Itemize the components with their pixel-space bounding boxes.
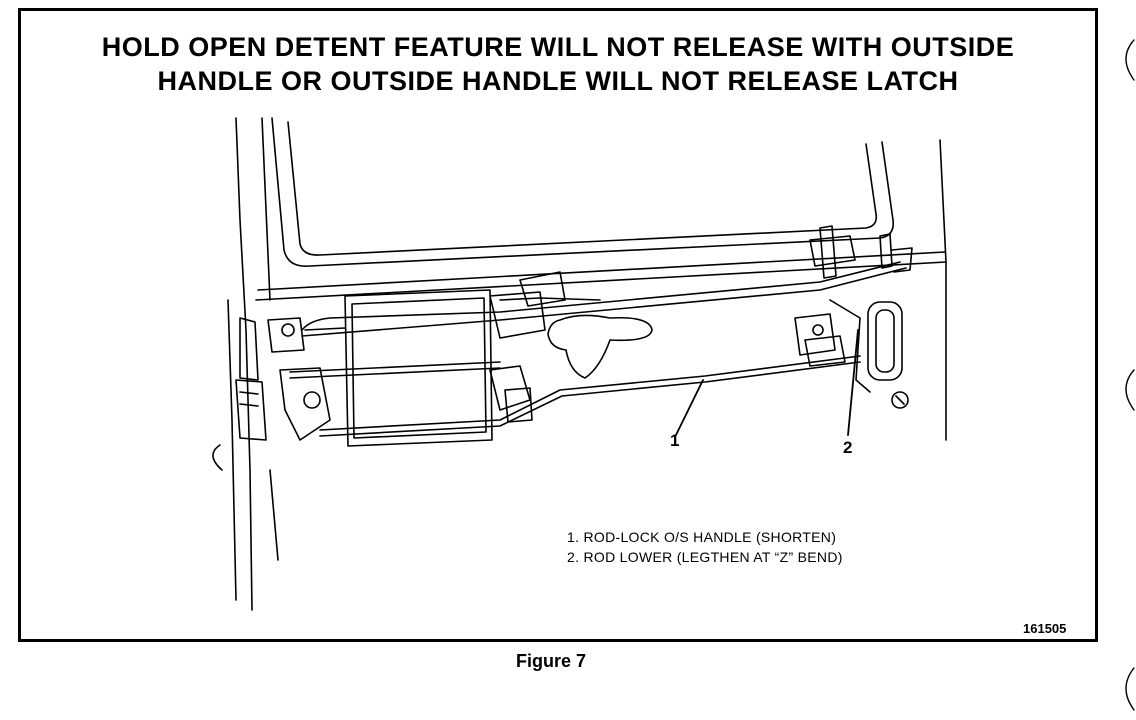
leader-lines bbox=[675, 329, 859, 436]
figure-frame bbox=[18, 8, 1098, 642]
inner-panel-box bbox=[344, 289, 493, 447]
figure-id: 161505 bbox=[1023, 621, 1067, 636]
title-line-2: HANDLE OR OUTSIDE HANDLE WILL NOT RELEAS… bbox=[157, 66, 959, 96]
callout-2: 2 bbox=[843, 438, 852, 457]
figure-caption: Figure 7 bbox=[516, 651, 587, 671]
callout-1: 1 bbox=[670, 431, 679, 450]
legend-item-2: 2. ROD LOWER (LEGTHEN AT “Z” BEND) bbox=[567, 549, 843, 565]
right-lower-latch bbox=[794, 313, 846, 367]
leader-line-1 bbox=[675, 379, 704, 436]
door-panel bbox=[212, 117, 947, 611]
figure-title: HOLD OPEN DETENT FEATURE WILL NOT RELEAS… bbox=[18, 30, 1098, 98]
title-line-1: HOLD OPEN DETENT FEATURE WILL NOT RELEAS… bbox=[101, 32, 1015, 62]
legend: 1. ROD-LOCK O/S HANDLE (SHORTEN) 2. ROD … bbox=[567, 527, 843, 567]
outside-handle bbox=[867, 301, 909, 409]
legend-item-1: 1. ROD-LOCK O/S HANDLE (SHORTEN) bbox=[567, 529, 837, 545]
linkage-rods bbox=[289, 261, 907, 437]
right-upper-latch bbox=[809, 225, 913, 279]
binding-marks bbox=[1125, 39, 1135, 711]
leader-line-2 bbox=[847, 329, 859, 436]
left-latch-assembly bbox=[235, 317, 346, 441]
center-lock-mechanism bbox=[489, 271, 653, 423]
